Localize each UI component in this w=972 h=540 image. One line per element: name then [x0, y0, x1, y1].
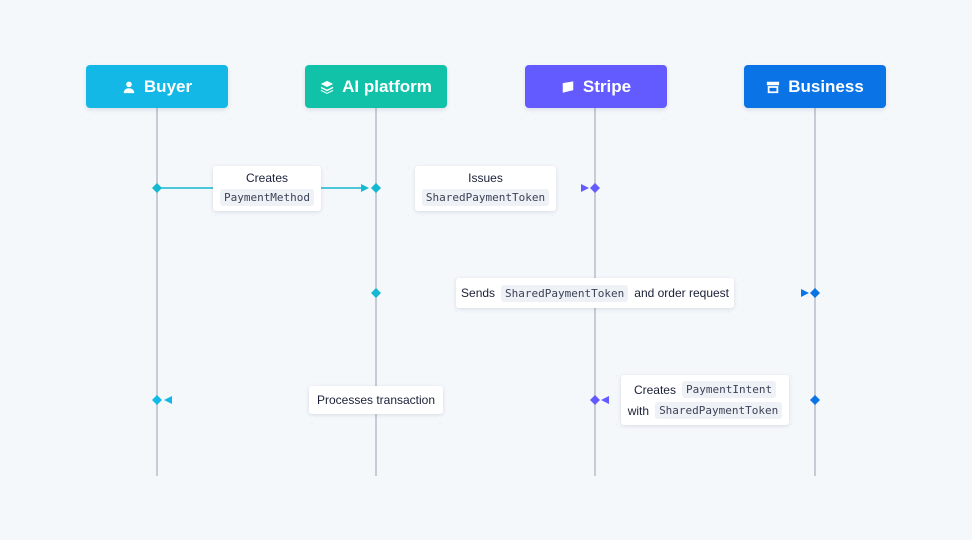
message-issues-shared-payment-token: Issues SharedPaymentToken	[415, 166, 556, 211]
message-text: Creates	[245, 171, 289, 185]
code-shared-payment-token: SharedPaymentToken	[655, 402, 783, 419]
participant-ai-platform: AI platform	[305, 65, 447, 108]
message-creates-payment-intent: Creates PaymentIntent with SharedPayment…	[621, 375, 789, 425]
stripe-flag-icon	[562, 80, 574, 93]
participant-stripe: Stripe	[525, 65, 667, 108]
code-payment-method: PaymentMethod	[219, 189, 315, 206]
message-processes-transaction: Processes transaction	[309, 386, 443, 414]
message-text: Issues	[468, 171, 503, 185]
participant-business: Business	[744, 65, 886, 108]
message-text-pre: Creates	[633, 382, 676, 397]
message-text-pre: Sends	[461, 286, 496, 300]
participant-label: AI platform	[342, 76, 432, 96]
participant-label: Business	[788, 76, 864, 96]
message-text: Processes transaction	[316, 393, 436, 407]
store-icon	[767, 81, 780, 93]
message-text-post: and order request	[634, 286, 729, 300]
participant-buyer: Buyer	[86, 65, 228, 108]
message-creates-payment-method: Creates PaymentMethod	[213, 166, 321, 211]
message-text-with: with	[627, 403, 650, 418]
person-icon	[123, 81, 135, 93]
code-payment-intent: PaymentIntent	[681, 381, 777, 398]
participant-label: Stripe	[582, 76, 632, 96]
layers-icon	[321, 80, 334, 94]
code-shared-payment-token: SharedPaymentToken	[501, 284, 629, 302]
code-shared-payment-token: SharedPaymentToken	[421, 189, 550, 206]
participant-label: Buyer	[143, 76, 193, 96]
message-sends-token-and-order: Sends SharedPaymentToken and order reque…	[456, 278, 734, 308]
